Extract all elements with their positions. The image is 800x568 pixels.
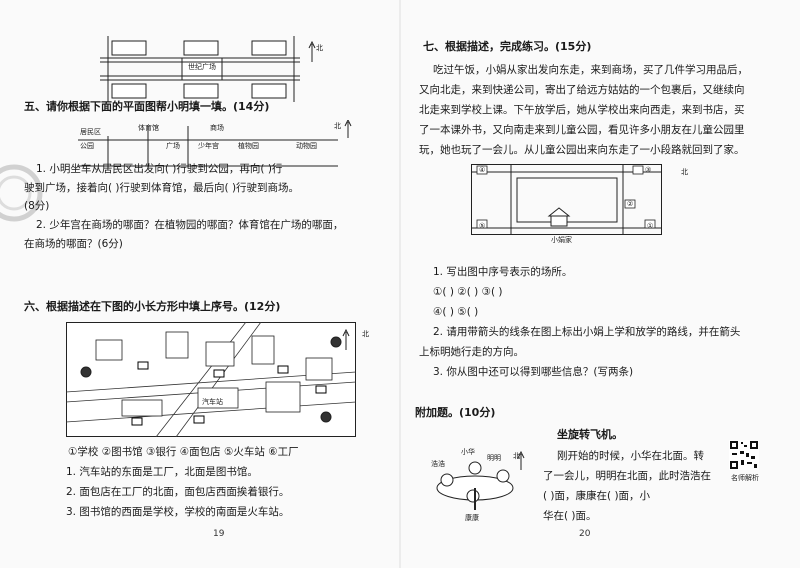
q6-clue-1: 1. 汽车站的东面是工厂，北面是图书馆。 (66, 466, 258, 478)
label-zoo: 动物园 (296, 142, 317, 150)
q5-line-5: 在商场的哪面？(6分) (24, 238, 123, 250)
plaza-label: 世纪广场 (188, 63, 216, 71)
bonus-para-2: 了一会儿，明明在北面，此时浩浩在 (543, 470, 711, 482)
name-mingming: 明明 (487, 454, 501, 462)
q7-para-2: 又向北走，来到快递公司，寄出了给远方姑姑的一个包裹后，又继续向 (419, 84, 745, 96)
q5-line-1: 1. 小明坐车从居民区出发向( )行驶到公园，再向( )行 (36, 163, 283, 175)
q6-options: ①学校 ②图书馆 ③银行 ④面包店 ⑤火车站 ⑥工厂 (68, 446, 299, 458)
bonus-para-4: 华在( )面。 (543, 510, 597, 522)
name-kangkang: 康康 (465, 514, 479, 522)
right-page: 七、根据描述，完成练习。(15分) 吃过午饭，小娟从家出发向东走，来到商场，买了… (401, 0, 800, 568)
stamp-watermark (0, 164, 43, 222)
qr-code-icon (729, 440, 759, 470)
q7-para-3: 北走来到学校上课。下午放学后，她从学校出来向西走，来到书店，买 (419, 104, 745, 116)
left-page: 世纪广场 北 五、请你根据下面的平面图帮小明填一填。(14分) 居民区 体育馆 … (0, 0, 399, 568)
label-gym: 体育馆 (138, 124, 159, 132)
bonus-para-1: 刚开始的时候，小华在北面。转 (557, 450, 704, 462)
q7-sub-2a: 2. 请用带箭头的线条在图上标出小娟上学和放学的路线，并在箭头 (433, 326, 741, 338)
bonus-north-label: 北 (513, 452, 520, 460)
q7-sub-1: 1. 写出图中序号表示的场所。 (433, 266, 573, 278)
q7-north-label: 北 (681, 168, 688, 176)
q6-heading: 六、根据描述在下图的小长方形中填上序号。(12分) (24, 300, 281, 313)
bonus-heading: 附加题。(10分) (415, 406, 496, 419)
q7-sub-2b: 上标明她行走的方向。 (419, 346, 524, 358)
name-xiaohua: 小华 (461, 448, 475, 456)
map-marker-4: ④ (479, 166, 486, 174)
q5-heading: 五、请你根据下面的平面图帮小明填一填。(14分) (24, 100, 270, 113)
label-botanical: 植物园 (238, 142, 259, 150)
q6-north-label: 北 (362, 330, 369, 338)
q5-line-4: 2. 少年宫在商场的哪面？在植物园的哪面？体育馆在广场的哪面， (36, 219, 344, 231)
q7-para-1: 吃过午饭，小娟从家出发向东走，来到商场，买了几件学习用品后， (433, 64, 748, 76)
name-haohao: 浩浩 (431, 460, 445, 468)
q6-clue-2: 2. 面包店在工厂的北面，面包店西面挨着银行。 (66, 486, 290, 498)
label-youth-palace: 少年宫 (198, 142, 219, 150)
label-residential: 居民区 (80, 128, 101, 136)
map-marker-1: ① (647, 222, 654, 230)
label-park: 公园 (80, 142, 94, 150)
north-label: 北 (316, 44, 323, 52)
q6-clue-3: 3. 图书馆的西面是学校，学校的南面是火车站。 (66, 506, 290, 518)
q7-para-4: 了一本课外书，又向南走来到儿童公园，看见许多小朋友在儿童公园里 (419, 124, 745, 136)
label-plaza: 广场 (166, 142, 180, 150)
page-number-left: 19 (213, 529, 225, 539)
home-label: 小娟家 (551, 236, 572, 244)
label-mall: 商场 (210, 124, 224, 132)
map-marker-5: ⑤ (479, 222, 486, 230)
q5-line-2: 驶到广场，接着向( )行驶到体育馆，最后向( )行驶到商场。 (24, 182, 300, 194)
map-marker-2: ② (627, 200, 634, 208)
q7-sub-3: 3. 你从图中还可以得到哪些信息？(写两条) (433, 366, 634, 378)
qr-caption: 名师解析 (731, 474, 759, 482)
q7-sub-1-answers-a: ①( ) ②( ) ③( ) (433, 286, 503, 298)
map-marker-3: ③ (645, 166, 652, 174)
page-number-right: 20 (579, 529, 591, 539)
bus-station-label: 汽车站 (202, 398, 223, 406)
bonus-para-3: ( )面，康康在( )面，小 (543, 490, 651, 502)
q7-para-5: 玩，她也玩了一会儿。从儿童公园出来向东走了一小段路就回到了家。 (419, 144, 745, 156)
q7-sub-1-answers-b: ④( ) ⑤( ) (433, 306, 479, 318)
q5-line-3: (8分) (24, 200, 50, 212)
q7-heading: 七、根据描述，完成练习。(15分) (423, 40, 592, 53)
bonus-title: 坐旋转飞机。 (557, 428, 623, 441)
label-north: 北 (334, 122, 341, 130)
